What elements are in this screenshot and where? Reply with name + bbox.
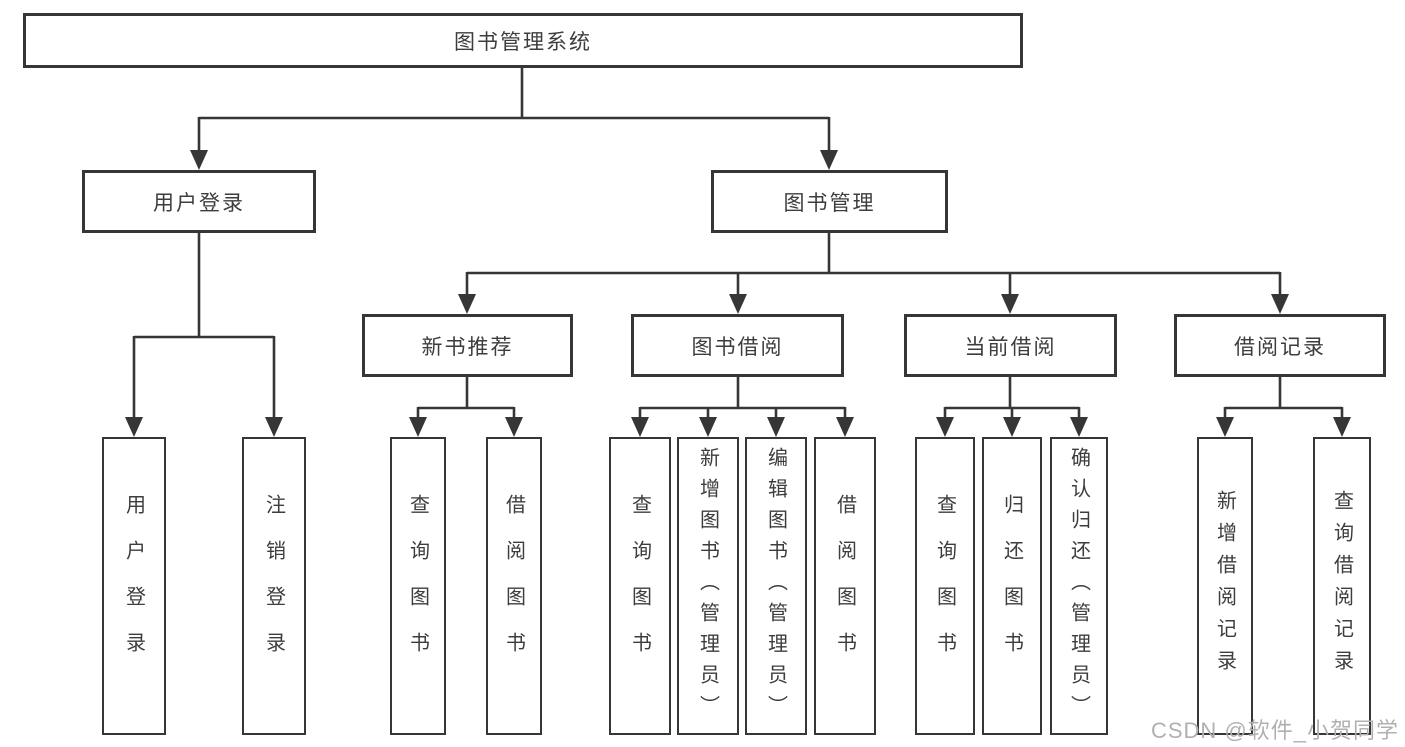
node-label: 查询借阅记录 [1330, 490, 1353, 682]
node-user-login: 用户登录 [82, 170, 316, 233]
node-label: 用户登录 [153, 191, 245, 215]
node-label: 新增图书（管理员） [696, 446, 719, 726]
node-edit-books-admin: 编辑图书（管理员） [745, 437, 807, 735]
node-borrow-books: 借阅图书 [814, 437, 876, 735]
node-borrow-records: 借阅记录 [1174, 314, 1386, 377]
node-label: 借阅记录 [1234, 335, 1326, 359]
watermark: CSDN @软件_小贺同学 [1150, 718, 1399, 743]
node-label: 图书管理系统 [454, 30, 592, 54]
node-borrow-books-recommend: 借阅图书 [486, 437, 542, 735]
node-label: 新增借阅记录 [1213, 490, 1236, 682]
node-current-borrowing: 当前借阅 [904, 314, 1117, 377]
node-label: 图书管理 [783, 191, 876, 215]
node-label: 用户登录 [122, 494, 145, 678]
node-label: 查询图书 [628, 494, 651, 678]
node-library-management-system: 图书管理系统 [23, 13, 1023, 68]
node-new-book-recommendation: 新书推荐 [362, 314, 573, 377]
node-user-login-leaf: 用户登录 [102, 437, 166, 735]
node-label: 归还图书 [1000, 494, 1023, 678]
node-label: 注销登录 [262, 494, 285, 678]
node-confirm-return-admin: 确认归还（管理员） [1050, 437, 1108, 735]
node-return-books: 归还图书 [982, 437, 1042, 735]
node-label: 新书推荐 [421, 335, 514, 359]
node-label: 当前借阅 [964, 335, 1057, 359]
node-logout: 注销登录 [242, 437, 306, 735]
node-label: 查询图书 [933, 494, 956, 678]
node-label: 确认归还（管理员） [1067, 446, 1090, 726]
node-query-books-recommend: 查询图书 [390, 437, 446, 735]
node-book-borrowing: 图书借阅 [631, 314, 844, 377]
node-add-borrow-record: 新增借阅记录 [1197, 437, 1253, 735]
node-label: 编辑图书（管理员） [764, 446, 787, 726]
node-query-borrow-record: 查询借阅记录 [1313, 437, 1371, 735]
node-query-books-current: 查询图书 [915, 437, 975, 735]
node-add-books-admin: 新增图书（管理员） [677, 437, 739, 735]
node-query-books-borrowing: 查询图书 [609, 437, 671, 735]
node-book-management: 图书管理 [711, 170, 948, 233]
node-label: 借阅图书 [833, 494, 856, 678]
node-label: 图书借阅 [691, 335, 784, 359]
node-label: 借阅图书 [502, 494, 525, 678]
node-label: 查询图书 [406, 494, 429, 678]
